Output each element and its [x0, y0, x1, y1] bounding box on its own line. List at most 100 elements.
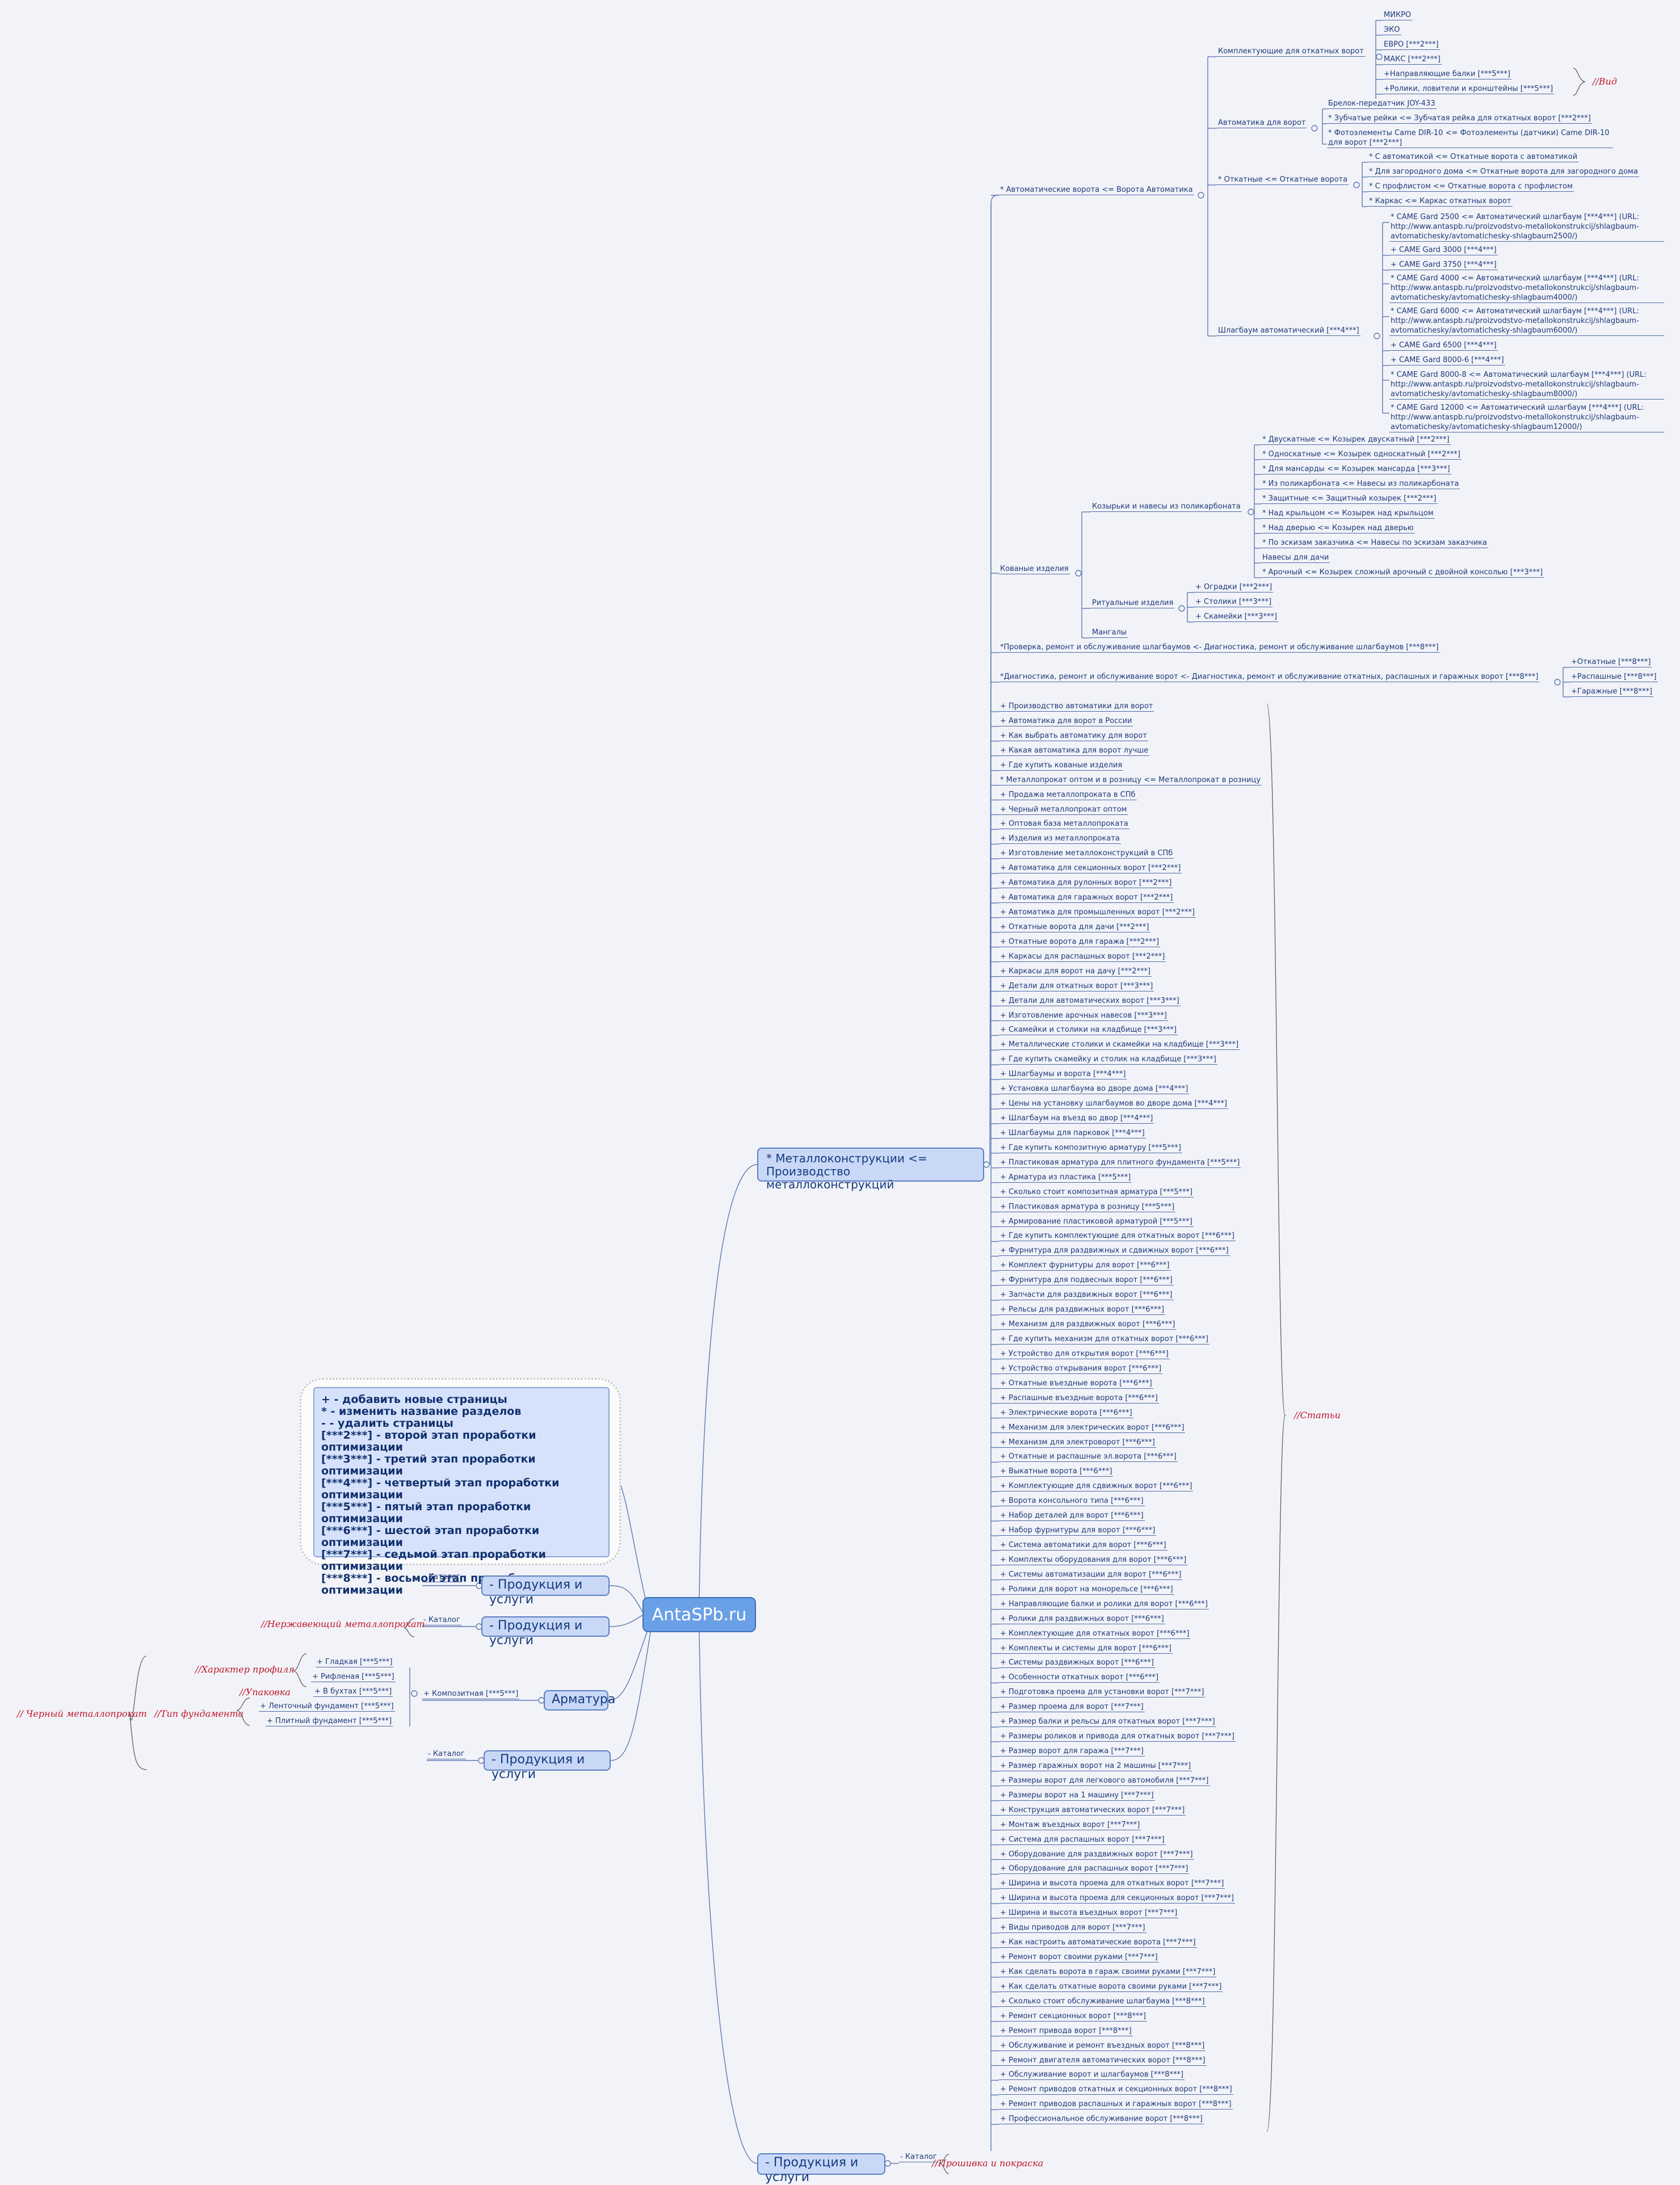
article-item[interactable]: + Где купить композитную арматуру [***5*… — [999, 1143, 1182, 1153]
article-item[interactable]: + Ролики для раздвижных ворот [***6***] — [999, 1614, 1165, 1624]
central-topic[interactable]: AntaSPb.ru — [642, 1597, 756, 1632]
shlagbaum-item[interactable]: + CAME Gard 3750 [***4***] — [1389, 260, 1498, 270]
armatura-item[interactable]: + Плитный фундамент [***5***] — [266, 1717, 393, 1726]
article-item[interactable]: + Профессиональное обслуживание ворот [*… — [999, 2115, 1204, 2125]
article-item[interactable]: + Комплект фурнитуры для ворот [***6***] — [999, 1261, 1171, 1271]
article-item[interactable]: + Размер балки и рельсы для откатных вор… — [999, 1717, 1216, 1728]
article-item[interactable]: + Устройство для открытия ворот [***6***… — [999, 1349, 1170, 1359]
proverka[interactable]: *Проверка, ремонт и обслуживание шлагбау… — [999, 643, 1440, 653]
prod3-catalog[interactable]: - Каталог — [427, 1750, 466, 1759]
kozyrki-item[interactable]: * Над дверью <= Козырек над дверью — [1261, 524, 1415, 533]
diagnostika-item[interactable]: +Гаражные [***8***] — [1570, 687, 1654, 697]
article-item[interactable]: + Фурнитура для подвесных ворот [***6***… — [999, 1276, 1174, 1286]
article-item[interactable]: + Детали для автоматических ворот [***3*… — [999, 996, 1181, 1006]
komplekt-item[interactable]: ЭКО — [1383, 26, 1401, 35]
diagnostika-item[interactable]: +Откатные [***8***] — [1570, 658, 1652, 667]
article-item[interactable]: + Размеры ворот для легкового автомобиля… — [999, 1776, 1210, 1786]
komplekt[interactable]: Комплектующие для откатных ворот — [1217, 47, 1365, 57]
kozyrki-item[interactable]: * Двускатные <= Козырек двускатный [***2… — [1261, 435, 1451, 445]
prod-bottom-topic[interactable]: - Продукция и услуги — [757, 2153, 885, 2184]
article-item[interactable]: + Оборудование для распашных ворот [***7… — [999, 1864, 1190, 1875]
article-item[interactable]: + Металлические столики и скамейки на кл… — [999, 1040, 1240, 1051]
article-item[interactable]: + Механизм для раздвижных ворот [***6***… — [999, 1320, 1177, 1330]
shlagbaum-item[interactable]: * CAME Gard 6000 <= Автоматический шлагб… — [1389, 306, 1664, 336]
ritual-item[interactable]: + Скамейки [***3***] — [1194, 612, 1279, 622]
article-item[interactable]: + Ширина и высота проема для откатных во… — [999, 1879, 1225, 1889]
article-item[interactable]: + Набор фурнитуры для ворот [***6***] — [999, 1526, 1157, 1536]
article-item[interactable]: + Ремонт привода ворот [***8***] — [999, 2026, 1133, 2036]
article-item[interactable]: + Пластиковая арматура в розницу [***5**… — [999, 1202, 1176, 1212]
metal-topic[interactable]: * Металлоконструкции <= Производство мет… — [757, 1148, 984, 1191]
prod2-topic[interactable]: - Продукция и услуги — [481, 1616, 610, 1648]
kozyrki-item[interactable]: * Односкатные <= Козырек односкатный [**… — [1261, 450, 1461, 460]
shlagbaum-item[interactable]: * CAME Gard 4000 <= Автоматический шлагб… — [1389, 274, 1664, 303]
kozyrki-item[interactable]: * Арочный <= Козырек сложный арочный с д… — [1261, 568, 1544, 578]
article-item[interactable]: + Производство автоматики для ворот — [999, 702, 1154, 712]
avtomatika-item[interactable]: Брелок-передатчик JOY-433 — [1327, 99, 1437, 109]
article-item[interactable]: + Оптовая база металлопроката — [999, 820, 1129, 830]
otkatnye[interactable]: * Откатные <= Откатные ворота — [1217, 175, 1349, 185]
article-item[interactable]: + Ремонт ворот своими руками [***7***] — [999, 1953, 1159, 1963]
article-item[interactable]: + Продажа металлопроката в СПб — [999, 790, 1137, 800]
article-item[interactable]: + Автоматика для ворот в России — [999, 716, 1133, 726]
article-item[interactable]: * Металлопрокат оптом и в розницу <= Мет… — [999, 775, 1262, 785]
article-item[interactable]: + Автоматика для гаражных ворот [***2***… — [999, 893, 1174, 904]
article-item[interactable]: + Где купить механизм для откатных ворот… — [999, 1334, 1209, 1344]
shlagbaum-item[interactable]: * CAME Gard 8000-8 <= Автоматический шла… — [1389, 370, 1664, 400]
article-item[interactable]: + Скамейки и столики на кладбище [***3**… — [999, 1026, 1178, 1036]
kozyrki-item[interactable]: * Из поликарбоната <= Навесы из поликарб… — [1261, 480, 1460, 489]
prod1-catalog[interactable]: - Каталог — [422, 1573, 461, 1582]
article-item[interactable]: + Цены на установку шлагбаумов во дворе … — [999, 1099, 1229, 1110]
article-item[interactable]: + Направляющие балки и ролики для ворот … — [999, 1599, 1209, 1610]
article-item[interactable]: + Распашные въездные ворота [***6***] — [999, 1393, 1159, 1404]
article-item[interactable]: + Сколько стоит композитная арматура [**… — [999, 1187, 1194, 1197]
armatura-topic[interactable]: Арматура — [544, 1690, 615, 1711]
avtomatika[interactable]: Автоматика для ворот — [1217, 119, 1307, 128]
ritual[interactable]: Ритуальные изделия — [1091, 599, 1175, 608]
article-item[interactable]: + Система автоматики для ворот [***6***] — [999, 1541, 1167, 1550]
article-item[interactable]: + Ремонт приводов распашных и гаражных в… — [999, 2100, 1233, 2110]
komplekt-item[interactable]: ЕВРО [***2***] — [1383, 40, 1440, 50]
article-item[interactable]: + Детали для откатных ворот [***3***] — [999, 981, 1154, 991]
article-item[interactable]: + Установка шлагбаума во дворе дома [***… — [999, 1085, 1190, 1095]
article-item[interactable]: + Особенности откатных ворот [***6***] — [999, 1673, 1160, 1683]
article-item[interactable]: + Пластиковая арматура для плитного фунд… — [999, 1158, 1241, 1168]
article-item[interactable]: + Изделия из металлопроката — [999, 834, 1121, 844]
komplekt-item[interactable]: +Ролики, ловители и кронштейны [***5***] — [1383, 85, 1555, 94]
prod-bottom-catalog[interactable]: - Каталог — [899, 2153, 938, 2162]
article-item[interactable]: + Откатные и распашные эл.ворота [***6**… — [999, 1452, 1178, 1463]
article-item[interactable]: + Изготовление металлоконструкций в СПб — [999, 849, 1174, 859]
article-item[interactable]: + Комплекты и системы для ворот [***6***… — [999, 1644, 1173, 1654]
article-item[interactable]: + Система для распашных ворот [***7***] — [999, 1835, 1166, 1845]
kozyrki-item[interactable]: Навесы для дачи — [1261, 553, 1330, 563]
otkatnye-item[interactable]: * С автоматикой <= Откатные ворота с авт… — [1368, 153, 1579, 162]
komplekt-item[interactable]: МАКС [***2***] — [1383, 55, 1442, 65]
armatura-item[interactable]: + В бухтах [***5***] — [313, 1687, 393, 1697]
article-item[interactable]: + Ремонт секционных ворот [***8***] — [999, 2011, 1148, 2022]
article-item[interactable]: + Размеры роликов и привода для откатных… — [999, 1732, 1236, 1742]
article-item[interactable]: + Где купить скамейку и столик на кладби… — [999, 1055, 1217, 1065]
kozyrki-item[interactable]: * Защитные <= Защитный козырек [***2***] — [1261, 494, 1438, 504]
article-item[interactable]: + Комплектующие для откатных ворот [***6… — [999, 1629, 1191, 1639]
prod3-topic[interactable]: - Продукция и услуги — [484, 1750, 611, 1781]
prod2-catalog[interactable]: - Каталог — [422, 1616, 461, 1625]
article-item[interactable]: + Автоматика для промышленных ворот [***… — [999, 908, 1196, 918]
article-item[interactable]: + Шлагбаумы и ворота [***4***] — [999, 1070, 1127, 1080]
article-item[interactable]: + Обслуживание ворот и шлагбаумов [***8*… — [999, 2070, 1185, 2081]
article-item[interactable]: + Автоматика для секционных ворот [***2*… — [999, 864, 1182, 874]
article-item[interactable]: + Арматура из пластика [***5***] — [999, 1173, 1132, 1183]
article-item[interactable]: + Виды приводов для ворот [***7***] — [999, 1923, 1146, 1934]
article-item[interactable]: + Сколько стоит обслуживание шлагбаума [… — [999, 1997, 1206, 2007]
armatura-item[interactable]: + Ленточный фундамент [***5***] — [259, 1702, 395, 1712]
article-item[interactable]: + Ремонт двигателя автоматических ворот … — [999, 2056, 1207, 2066]
kozyrki-item[interactable]: * Для мансарды <= Козырек мансарда [***3… — [1261, 465, 1451, 474]
avtomatika-item ml[interactable]: * Фотоэлементы Came DIR-10 <= Фотоэлемен… — [1327, 128, 1613, 148]
kozyrki-item[interactable]: * Над крыльцом <= Козырек над крыльцом — [1261, 509, 1435, 519]
article-item[interactable]: + Системы автоматизации для ворот [***6*… — [999, 1570, 1183, 1580]
diagnostika-item[interactable]: +Распашные [***8***] — [1570, 673, 1658, 682]
shlagbaum-item[interactable]: + CAME Gard 6500 [***4***] — [1389, 341, 1498, 351]
article-item[interactable]: + Черный металлопрокат оптом — [999, 805, 1128, 815]
article-item[interactable]: + Откатные ворота для гаража [***2***] — [999, 937, 1161, 947]
article-item[interactable]: + Ворота консольного типа [***6***] — [999, 1497, 1145, 1507]
shlagbaum-item[interactable]: * CAME Gard 12000 <= Автоматический шлаг… — [1389, 403, 1664, 432]
